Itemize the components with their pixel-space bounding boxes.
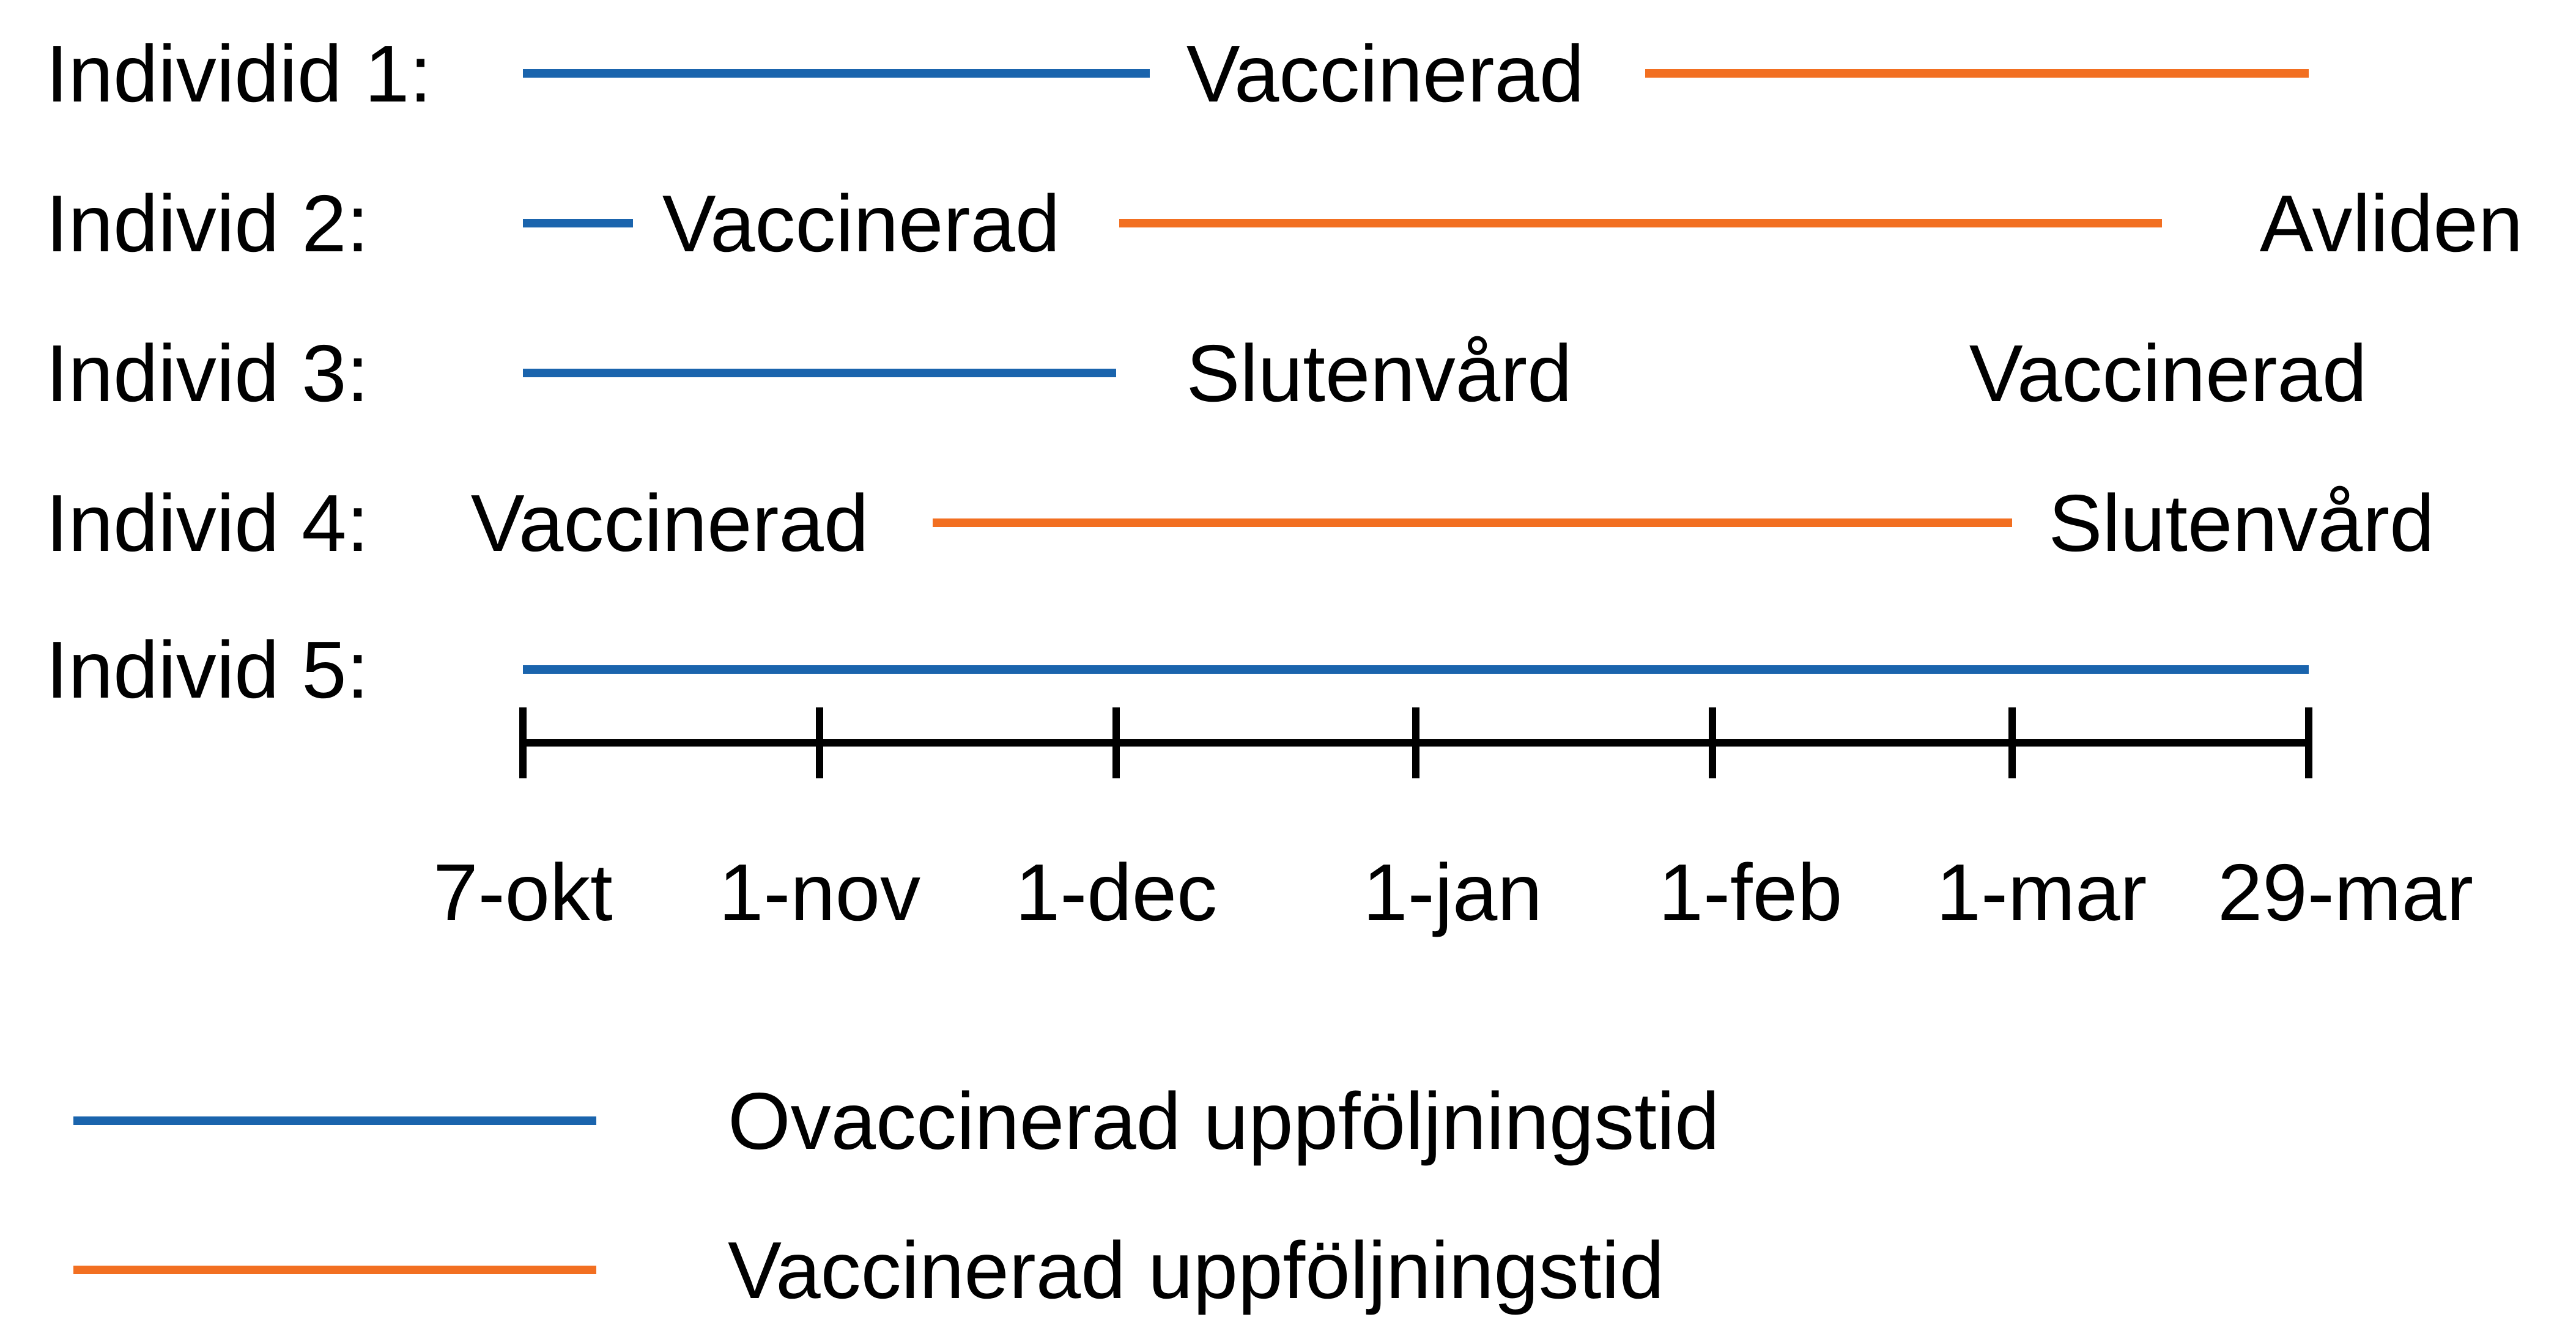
axis-tick-label: 1-nov: [719, 847, 920, 937]
axis-tick-label: 1-dec: [1015, 847, 1217, 937]
legend-label: Ovaccinerad uppföljningstid: [728, 1076, 1720, 1166]
event-label: Vaccinerad: [1969, 328, 2367, 418]
event-label: Vaccinerad: [662, 179, 1060, 268]
event-label: Vaccinerad: [1186, 29, 1585, 119]
event-label: Slutenvård: [2048, 478, 2434, 568]
axis-tick-label: 7-okt: [433, 847, 612, 937]
axis-tick-label: 29-mar: [2218, 847, 2473, 937]
individual-label: Individid 1:: [46, 29, 432, 119]
event-label: Avliden: [2260, 179, 2523, 268]
event-label: Slutenvård: [1186, 328, 1572, 418]
axis-tick-label: 1-feb: [1659, 847, 1843, 937]
individual-label: Individ 5:: [46, 625, 369, 715]
individual-label: Individ 3:: [46, 328, 369, 418]
event-label: Vaccinerad: [471, 478, 869, 568]
axis-tick-label: 1-mar: [1936, 847, 2147, 937]
individual-label: Individ 2:: [46, 179, 369, 268]
individual-label: Individ 4:: [46, 478, 369, 568]
axis-tick-label: 1-jan: [1363, 847, 1542, 937]
legend-label: Vaccinerad uppföljningstid: [728, 1225, 1664, 1315]
